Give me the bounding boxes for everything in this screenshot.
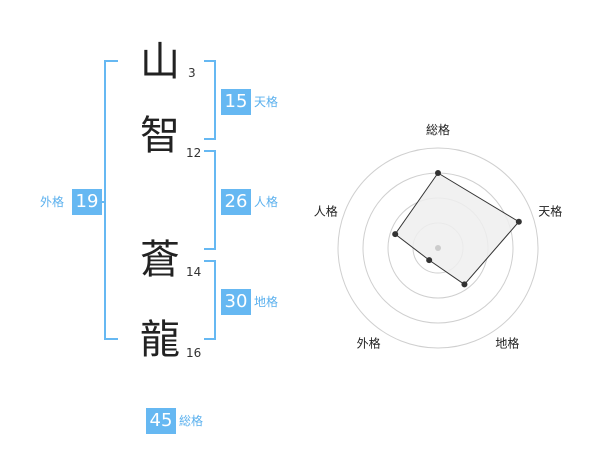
jinkaku-label: 人格 <box>254 195 279 209</box>
chikaku-value: 30 <box>221 289 251 315</box>
chikaku-bracket <box>204 260 216 340</box>
tenkaku-label: 天格 <box>254 95 279 109</box>
stroke-count-2: 12 <box>186 146 202 160</box>
soukaku-label: 総格 <box>179 414 204 428</box>
radar-center-dot <box>435 245 441 251</box>
radar-point-1 <box>515 218 522 225</box>
radar-axis-label-1: 天格 <box>538 204 562 219</box>
chikaku-label: 地格 <box>254 295 279 309</box>
tenkaku-bracket <box>204 60 216 140</box>
soukaku-value: 45 <box>146 408 176 434</box>
radar-axis-label-3: 外格 <box>357 335 381 350</box>
tenkaku-value: 15 <box>221 89 251 115</box>
jinkaku-value: 26 <box>221 189 251 215</box>
radar-axis-label-4: 人格 <box>314 204 338 219</box>
stroke-count-1: 3 <box>188 66 196 80</box>
jinkaku-bracket <box>204 150 216 250</box>
name-char-3: 蒼 <box>140 237 180 283</box>
radar-axis-label-0: 総格 <box>426 122 450 137</box>
radar-polygon <box>394 172 520 286</box>
name-char-4: 龍 <box>140 317 180 363</box>
radar-ring-4 <box>337 147 539 349</box>
radar-points <box>392 170 522 288</box>
gaikaku-value: 19 <box>72 189 102 215</box>
stroke-count-4: 16 <box>186 346 202 360</box>
name-char-1: 山 <box>140 39 180 85</box>
radar-point-3 <box>426 257 433 264</box>
radar-point-0 <box>435 170 441 176</box>
name-char-2: 智 <box>140 113 180 159</box>
radar-point-2 <box>461 281 468 288</box>
radar-axis-label-2: 地格 <box>495 335 519 350</box>
radar-point-4 <box>392 231 399 238</box>
stroke-count-3: 14 <box>186 265 202 279</box>
gaikaku-label: 外格 <box>40 195 65 209</box>
gaikaku-bracket <box>104 60 118 340</box>
